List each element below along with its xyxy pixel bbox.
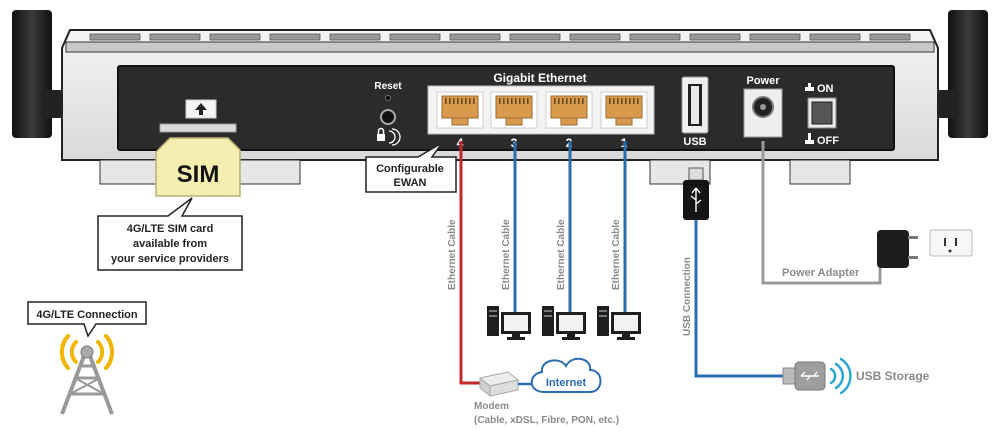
sim-card: SIM: [155, 137, 241, 197]
usb-storage-label: USB Storage: [856, 369, 930, 383]
ethernet-port-2[interactable]: [545, 91, 593, 129]
ewan-callout: Configurable EWAN: [365, 142, 457, 193]
computer-icon: [487, 306, 531, 340]
sim-callout-line-3: your service providers: [111, 253, 229, 265]
computer-icon: [597, 306, 641, 340]
ethernet-port-3[interactable]: [490, 91, 538, 129]
usb-storage-icon: [782, 361, 826, 391]
usb-cable: [694, 220, 783, 378]
computer-icon: [542, 306, 586, 340]
sim-callout-line-1: 4G/LTE SIM card: [127, 223, 214, 235]
lte-callout-label: 4G/LTE Connection: [36, 309, 138, 321]
sim-callout-line-2: available from: [133, 238, 207, 250]
usb-cable-label: USB Connection: [682, 257, 693, 336]
modem-label: Modem: [474, 401, 509, 412]
off-icon: [805, 133, 814, 144]
ethernet-port-1[interactable]: [600, 91, 648, 129]
wall-outlet-icon: [929, 229, 973, 257]
ethernet-ports: [436, 91, 648, 129]
usb-port-label: USB: [683, 136, 706, 148]
sim-card-label: SIM: [177, 161, 220, 188]
reset-pinhole[interactable]: [385, 95, 391, 101]
usb-storage-wireless-icon: [829, 357, 852, 395]
on-icon: [805, 83, 814, 91]
sim-insert-arrow-icon: [195, 103, 207, 115]
internet-cloud-icon: [530, 357, 602, 393]
wan-cable-label: Ethernet Cable: [447, 219, 458, 290]
power-adapter-label: Power Adapter: [782, 267, 860, 279]
lan-computers: [487, 306, 641, 340]
ethernet-port-4[interactable]: [436, 91, 484, 129]
modem-icon: [478, 371, 520, 398]
lan-cable-3-label: Ethernet Cable: [501, 219, 512, 290]
sim-callout: 4G/LTE SIM card available from your serv…: [97, 197, 243, 271]
wan-ethernet-cable: [459, 141, 486, 385]
on-label: ON: [817, 83, 834, 95]
power-label: Power: [746, 75, 780, 87]
usb-plug-icon: [683, 167, 709, 220]
modem-detail: (Cable, xDSL, Fibre, PON, etc.): [474, 415, 619, 426]
sim-slot: [159, 99, 237, 133]
lte-callout: 4G/LTE Connection: [27, 301, 147, 338]
power-switch[interactable]: [807, 97, 837, 129]
ewan-callout-line-2: EWAN: [394, 177, 427, 189]
wireless-signal-icon: [59, 334, 115, 370]
power-adapter-icon: [877, 230, 918, 268]
cell-tower-icon: [60, 345, 114, 415]
audio-jack[interactable]: [380, 109, 396, 125]
left-antenna-icon: [12, 10, 68, 138]
lan-cable-2-label: Ethernet Cable: [556, 219, 567, 290]
internet-label: Internet: [546, 377, 587, 389]
off-label: OFF: [817, 135, 839, 147]
lock-icon: [377, 127, 401, 146]
gigabit-ethernet-title: Gigabit Ethernet: [493, 71, 586, 85]
lan-cable-1-label: Ethernet Cable: [611, 219, 622, 290]
ewan-callout-line-1: Configurable: [376, 163, 444, 175]
right-antenna-icon: [932, 10, 988, 138]
reset-label: Reset: [374, 81, 402, 92]
